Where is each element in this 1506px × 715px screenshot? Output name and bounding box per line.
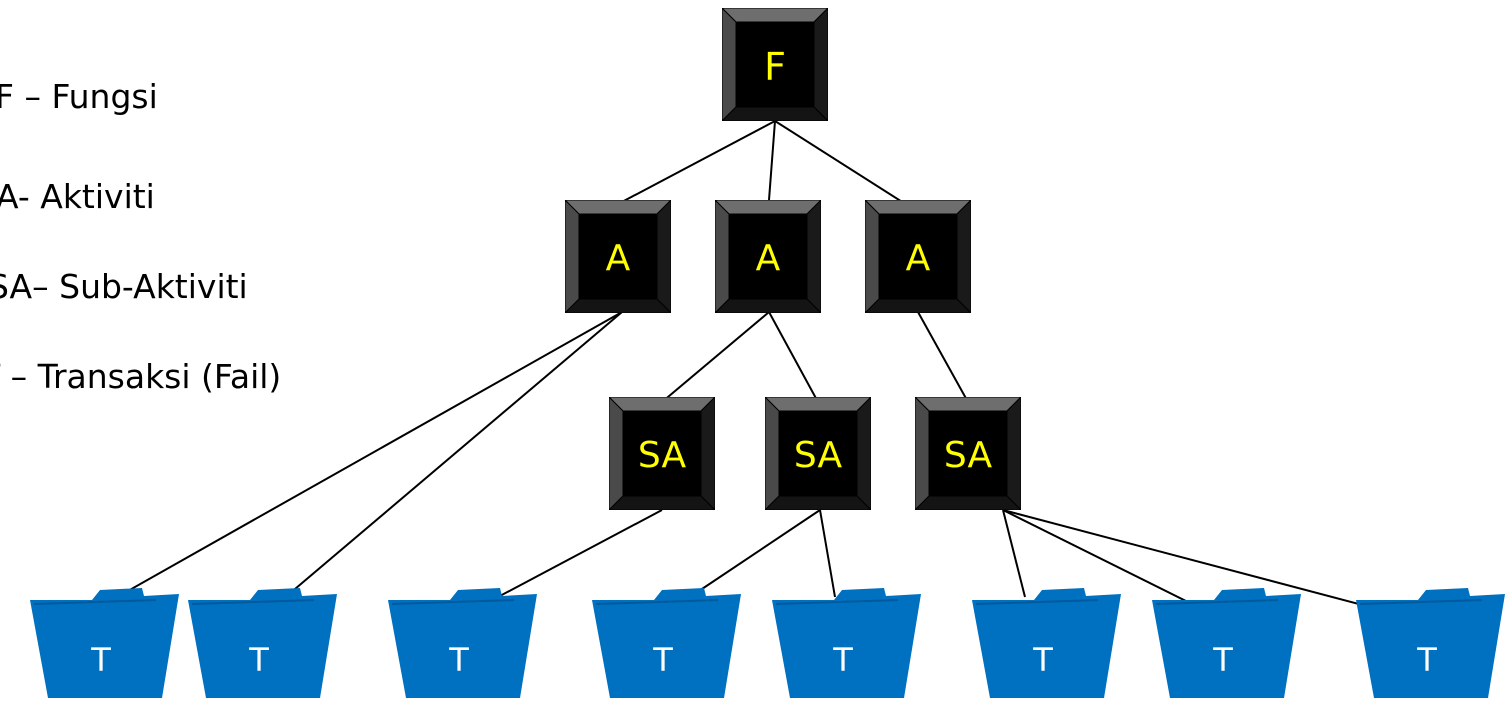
folder-label: T — [91, 641, 111, 679]
node-label: SA — [637, 434, 687, 476]
node-sub-activity-3: SA — [915, 397, 1021, 510]
edge-a2-sa2 — [768, 311, 819, 403]
folder-icon — [1152, 588, 1301, 698]
beveled-box-icon — [722, 8, 828, 121]
beveled-box-icon — [765, 397, 871, 510]
edge-f-a2 — [768, 120, 776, 201]
beveled-box-icon — [715, 200, 821, 313]
folder-icon — [592, 588, 741, 698]
edge-a2-sa1 — [661, 311, 770, 403]
node-sub-activity-1: SA — [609, 397, 715, 510]
node-label: F — [764, 44, 786, 89]
folder-label: T — [249, 641, 269, 679]
node-label: A — [905, 237, 931, 279]
node-transaction-7: T — [1152, 586, 1302, 698]
legend-aktiviti: A- Aktiviti — [0, 177, 155, 216]
edge-sa3-t8 — [1002, 509, 1409, 618]
folder-label: T — [1033, 641, 1053, 679]
edge-sa2-t5 — [819, 509, 836, 598]
edge-a1-t1 — [79, 311, 623, 619]
edge-a3-sa3 — [917, 311, 969, 403]
node-activity-1: A — [565, 200, 671, 313]
node-label: SA — [943, 434, 993, 476]
node-transaction-2: T — [188, 586, 338, 698]
node-transaction-6: T — [972, 586, 1122, 698]
edge-sa1-t3 — [497, 509, 663, 598]
edge-sa3-t7 — [1002, 509, 1199, 608]
edge-f-a3 — [774, 120, 919, 213]
folder-icon — [972, 588, 1121, 698]
beveled-box-icon — [915, 397, 1021, 510]
node-activity-3: A — [865, 200, 971, 313]
beveled-box-icon — [865, 200, 971, 313]
folder-label: T — [1213, 641, 1233, 679]
node-activity-2: A — [715, 200, 821, 313]
node-label: A — [605, 237, 631, 279]
node-transaction-4: T — [592, 586, 742, 698]
folder-icon — [30, 588, 179, 698]
edge-a1-t2 — [281, 311, 623, 601]
beveled-box-icon — [565, 200, 671, 313]
node-transaction-3: T — [388, 586, 538, 698]
legend-sub-aktiviti: SA– Sub-Aktiviti — [0, 267, 248, 306]
node-label: SA — [793, 434, 843, 476]
folder-label: T — [1417, 641, 1437, 679]
node-transaction-5: T — [772, 586, 922, 698]
folder-icon — [388, 588, 537, 698]
folder-label: T — [833, 641, 853, 679]
edge-sa2-t4 — [689, 509, 821, 598]
legend-transaksi: T – Transaksi (Fail) — [0, 357, 282, 396]
legend-fungsi: F – Fungsi — [0, 77, 158, 116]
folder-icon — [772, 588, 921, 698]
folder-label: T — [653, 641, 673, 679]
node-function: F — [722, 8, 828, 121]
node-sub-activity-2: SA — [765, 397, 871, 510]
node-transaction-1: T — [30, 586, 180, 698]
node-label: A — [755, 237, 781, 279]
edge-sa3-t6 — [1002, 509, 1026, 598]
beveled-box-icon — [609, 397, 715, 510]
edge-f-a1 — [602, 120, 776, 213]
folder-label: T — [449, 641, 469, 679]
folder-icon — [1356, 588, 1505, 698]
node-transaction-8: T — [1356, 586, 1506, 698]
folder-icon — [188, 588, 337, 698]
